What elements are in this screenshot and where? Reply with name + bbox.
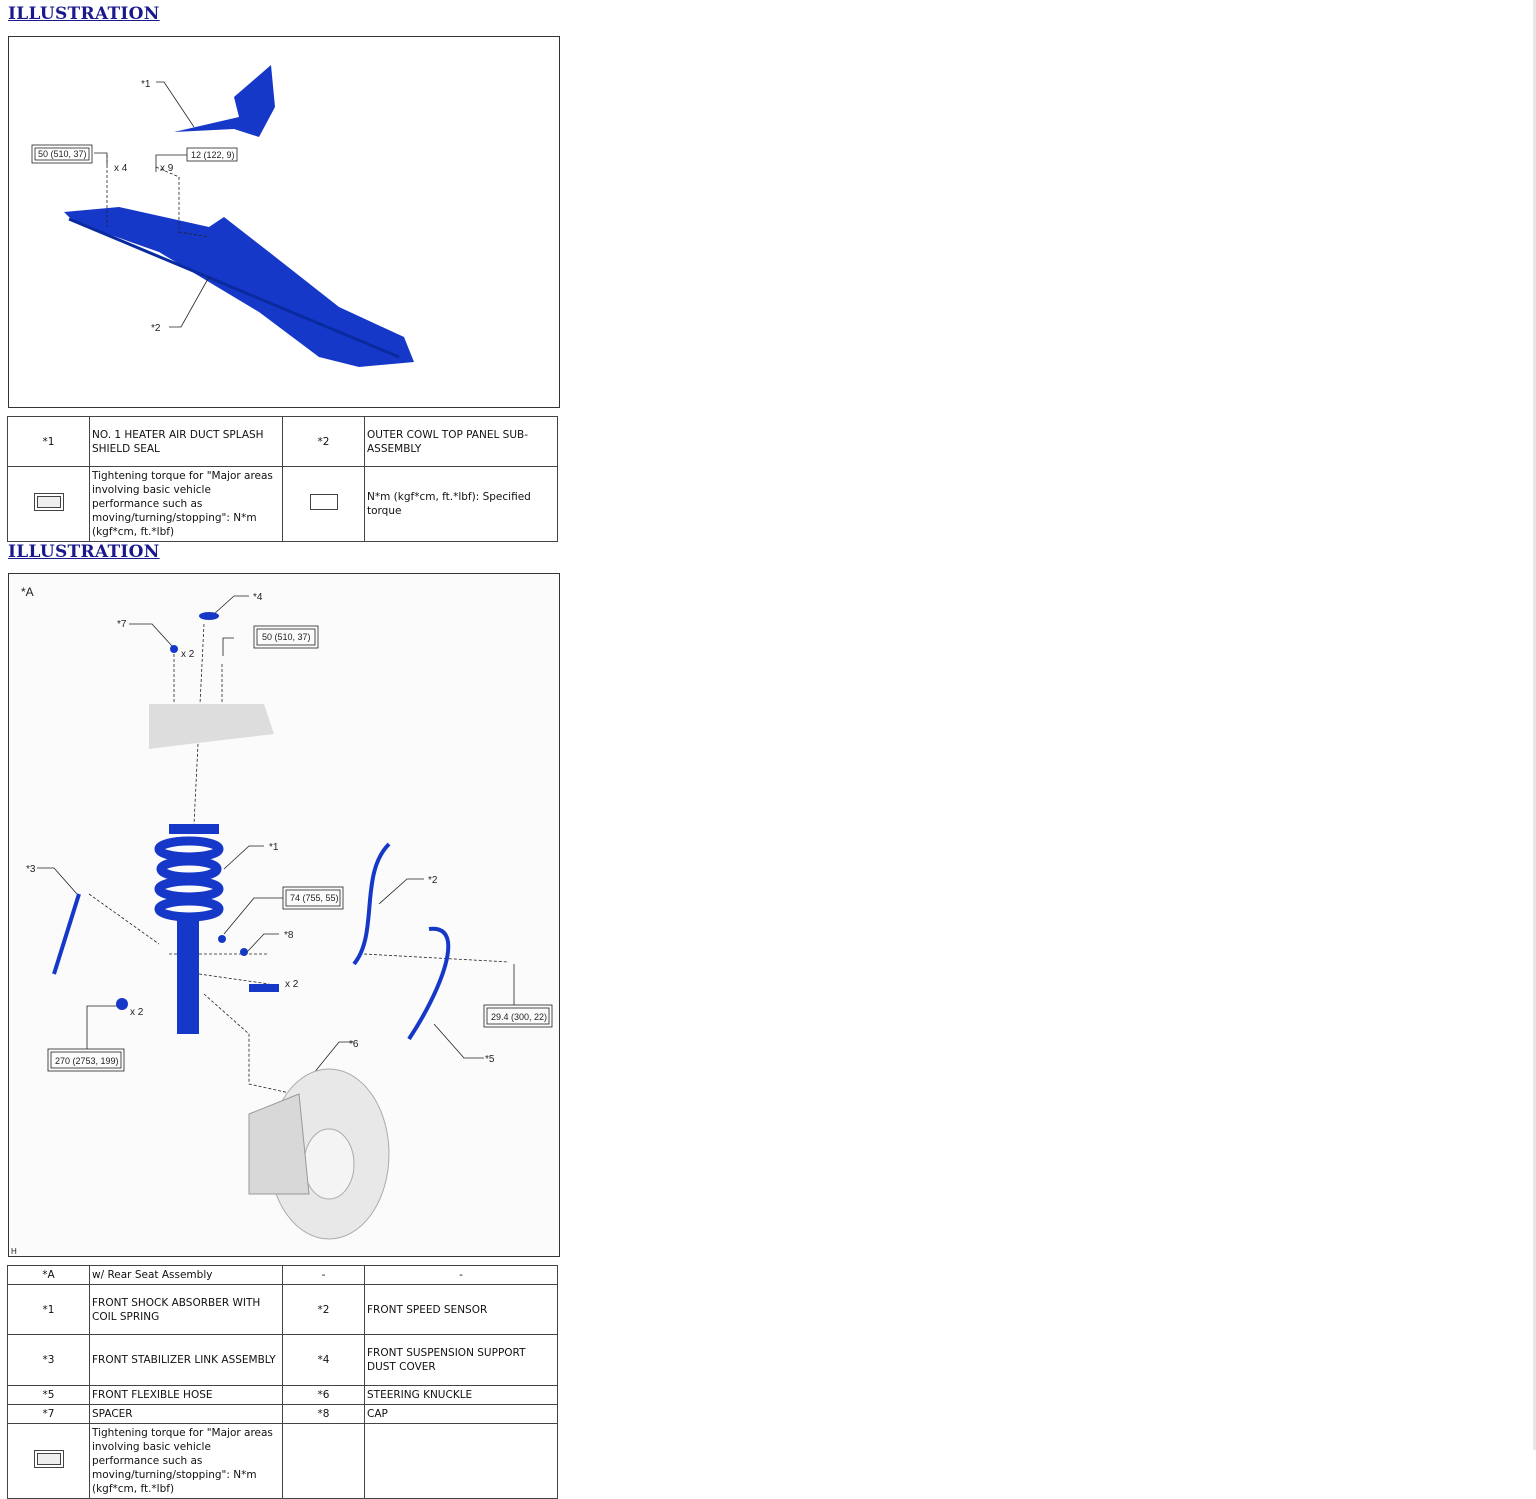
double-box-torque-icon	[33, 493, 64, 511]
cell-code: *3	[7, 1334, 90, 1386]
torque-label: 12 (122, 9)	[191, 150, 235, 160]
cell-code: *8	[282, 1404, 365, 1424]
callout-3: *3	[26, 864, 36, 875]
quantity-label: x 4	[114, 163, 128, 174]
callout-7: *7	[117, 619, 127, 630]
cell-desc: -	[364, 1265, 558, 1285]
torque-label: 74 (755, 55)	[290, 893, 339, 903]
cell-desc: SPACER	[89, 1404, 283, 1424]
callout-6: *6	[349, 1039, 359, 1050]
cell-desc: OUTER COWL TOP PANEL SUB-ASSEMBLY	[364, 416, 558, 467]
cell-desc: STEERING KNUCKLE	[364, 1385, 558, 1405]
callout-8: *8	[284, 930, 294, 941]
table-row: Tightening torque for "Major areas invol…	[7, 1423, 558, 1499]
section-heading: ILLUSTRATION	[8, 542, 160, 562]
section-heading: ILLUSTRATION	[8, 4, 160, 24]
callout-A: *A	[21, 585, 34, 599]
cell-desc: NO. 1 HEATER AIR DUCT SPLASH SHIELD SEAL	[89, 416, 283, 467]
cell-desc: FRONT SUSPENSION SUPPORT DUST COVER	[364, 1334, 558, 1386]
table-row: *1 NO. 1 HEATER AIR DUCT SPLASH SHIELD S…	[7, 416, 558, 467]
quantity-label: x 2	[285, 979, 299, 990]
cell-code: *1	[7, 1284, 90, 1335]
callout-2: *2	[428, 875, 438, 886]
cell-code: *4	[282, 1334, 365, 1386]
torque-label: 270 (2753, 199)	[55, 1056, 119, 1066]
quantity-label: x 2	[130, 1007, 144, 1018]
cell-desc: w/ Rear Seat Assembly	[89, 1265, 283, 1285]
illustration-suspension: *A *4 *7 x 2 50 (510, 37) *1 *3 *2 74 (7…	[8, 573, 560, 1257]
callout-1: *1	[269, 842, 279, 853]
torque-label: 29.4 (300, 22)	[491, 1012, 547, 1022]
quantity-label: x 9	[160, 163, 174, 174]
cell-desc: FRONT FLEXIBLE HOSE	[89, 1385, 283, 1405]
cell-code: *1	[7, 416, 90, 467]
quantity-label: x 2	[181, 649, 195, 660]
callout-5: *5	[485, 1054, 495, 1065]
cell-desc: Tightening torque for "Major areas invol…	[89, 1423, 283, 1499]
cell-code: -	[282, 1265, 365, 1285]
torque-label: 50 (510, 37)	[38, 149, 87, 159]
cell-desc: Tightening torque for "Major areas invol…	[89, 466, 283, 542]
cell-desc: N*m (kgf*cm, ft.*lbf): Specified torque	[364, 466, 558, 542]
illustration-cowl: *1 *2 50 (510, 37) 12 (122, 9) x 4 x 9	[8, 36, 560, 408]
callout-2: *2	[151, 323, 161, 334]
cell-code: *5	[7, 1385, 90, 1405]
cell-code: *2	[282, 1284, 365, 1335]
box-torque-icon	[309, 494, 338, 510]
cell-desc: FRONT SPEED SENSOR	[364, 1284, 558, 1335]
cell-desc: FRONT SHOCK ABSORBER WITH COIL SPRING	[89, 1284, 283, 1335]
double-box-torque-icon	[33, 1450, 64, 1468]
torque-label: 50 (510, 37)	[262, 632, 311, 642]
figure-code: H	[11, 1247, 17, 1256]
cell-code: *7	[7, 1404, 90, 1424]
cell-code: *6	[282, 1385, 365, 1405]
scrollbar[interactable]	[1533, 0, 1536, 1450]
legend-table-1: *1 NO. 1 HEATER AIR DUCT SPLASH SHIELD S…	[7, 416, 558, 542]
table-row: Tightening torque for "Major areas invol…	[7, 466, 558, 542]
cell-code: *A	[7, 1265, 90, 1285]
cell-desc: CAP	[364, 1404, 558, 1424]
callout-4: *4	[253, 592, 263, 603]
cell-desc: FRONT STABILIZER LINK ASSEMBLY	[89, 1334, 283, 1386]
callout-1: *1	[141, 79, 151, 90]
cell-code: *2	[282, 416, 365, 467]
